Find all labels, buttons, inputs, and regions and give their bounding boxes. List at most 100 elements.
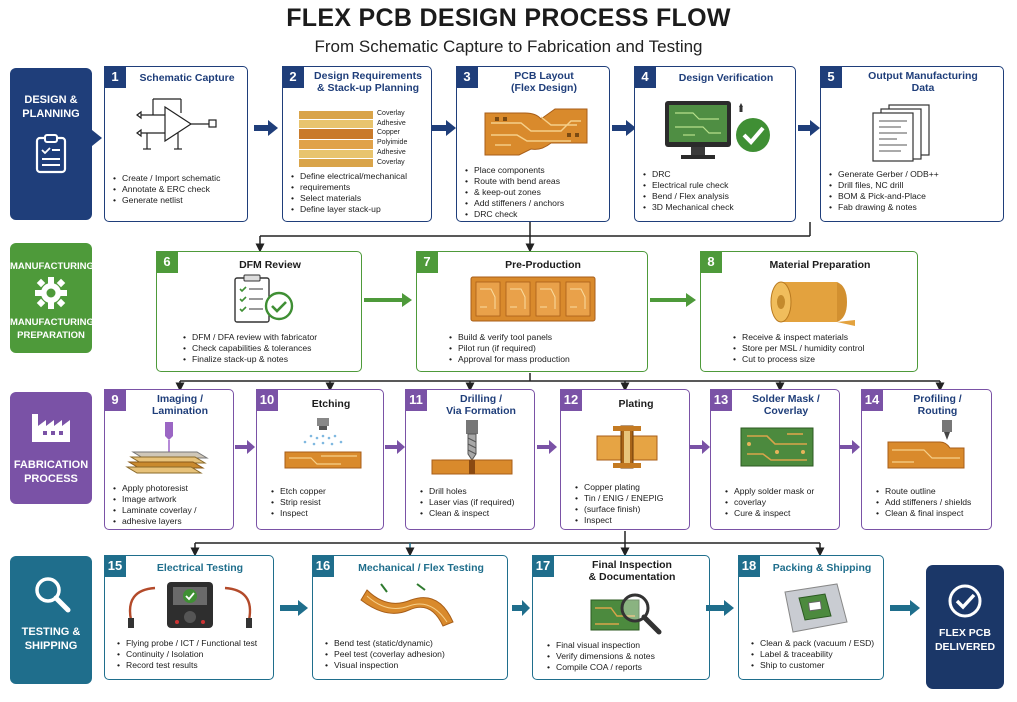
step-15-bullet: Flying probe / ICT / Functional test: [117, 638, 257, 649]
step-7-card[interactable]: 7 Pre-Production Build & verify tool pan…: [416, 251, 648, 372]
step-14-title-line-2: Routing: [917, 405, 958, 417]
step-17-bullet: Final visual inspection: [547, 640, 655, 651]
step-9-bullet: Image artwork: [113, 494, 197, 505]
step-16-bullet: Peel test (coverlay adhesion): [325, 649, 445, 660]
step-17-title-line-2: & Documentation: [588, 571, 676, 583]
step-7-bullet: Approval for mass production: [449, 354, 570, 365]
esd-package-icon: [784, 583, 848, 633]
arrow-10-11: [385, 440, 405, 454]
phase-manufacturing-preparation: MANUFACTURING MANUFACTURING PREPARATION: [10, 243, 94, 353]
step-13-bullet: Apply solder mask or: [725, 486, 814, 497]
step-5-card[interactable]: 5 Output Manufacturing Data Generate Ger…: [820, 66, 1004, 222]
step-16-card[interactable]: 16 Mechanical / Flex Testing Bend test (…: [312, 555, 508, 680]
step-15-number: 15: [104, 555, 126, 577]
delivered-label-2: DELIVERED: [934, 641, 996, 653]
step-9-title-line-1: Imaging /: [156, 393, 204, 405]
step-12-card[interactable]: 12 Plating Copper plating Tin / ENIG / E…: [560, 389, 690, 530]
step-7-bullet: Build & verify tool panels: [449, 332, 570, 343]
arrow-2-3: [432, 120, 456, 136]
step-3-title-line-2: (Flex Design): [511, 82, 577, 94]
step-1-bullet: Generate netlist: [113, 195, 220, 206]
step-14-card[interactable]: 14 Profiling / Routing Route outline Add…: [861, 389, 992, 530]
routing-cutter-icon: [887, 420, 965, 469]
step-17-bullet: Verify dimensions & notes: [547, 651, 655, 662]
monitor-check-icon: [665, 101, 770, 159]
step-11-bullet: Drill holes: [420, 486, 515, 497]
step-5-number: 5: [820, 66, 842, 88]
step-2-bullet: requirements: [291, 182, 407, 193]
step-17-card[interactable]: 17 Final Inspection & Documentation Fina…: [532, 555, 710, 680]
lamination-stack-icon: [125, 422, 209, 474]
step-9-card[interactable]: 9 Imaging / Lamination Apply photoresist…: [104, 389, 234, 530]
step-3-bullet: Place components: [465, 165, 564, 176]
documents-icon: [872, 104, 930, 162]
layer-label: Adhesive: [377, 119, 406, 127]
step-2-number: 2: [282, 66, 304, 88]
step-12-title: Plating: [618, 398, 654, 410]
magnifier-icon: [35, 577, 71, 613]
step-6-number: 6: [156, 251, 178, 273]
layer-label: Adhesive: [377, 148, 406, 156]
step-7-number: 7: [416, 251, 438, 273]
arrow-11-12: [537, 440, 557, 454]
step-1-card[interactable]: 1 Schematic Capture Create / Import sche…: [104, 66, 248, 222]
step-18-card[interactable]: 18 Packing & Shipping Clean & pack (vacu…: [738, 555, 884, 680]
arrow-4-5: [798, 120, 820, 136]
arrow-9-10: [235, 440, 255, 454]
step-11-title-line-1: Drilling /: [460, 393, 502, 405]
step-10-bullet: Etch copper: [271, 486, 326, 497]
step-4-bullet: DRC: [643, 169, 734, 180]
step-7-title: Pre-Production: [505, 259, 581, 271]
step-8-bullet: Receive & inspect materials: [733, 332, 864, 343]
step-1-number: 1: [104, 66, 126, 88]
step-6-title: DFM Review: [239, 259, 301, 271]
step-13-number: 13: [710, 389, 732, 411]
step-17-number: 17: [532, 555, 554, 577]
step-11-card[interactable]: 11 Drilling / Via Formation Drill holes …: [405, 389, 535, 530]
phase-fabrication-process: FABRICATION PROCESS: [10, 392, 92, 504]
step-14-number: 14: [861, 389, 883, 411]
step-15-bullet: Continuity / Isolation: [117, 649, 257, 660]
step-14-bullet: Clean & final inspect: [876, 508, 971, 519]
step-14-title-line-1: Profiling /: [913, 393, 962, 405]
step-13-title-line-1: Solder Mask /: [752, 393, 820, 405]
arrow-7-8: [650, 293, 696, 307]
factory-icon: [32, 414, 70, 442]
step-4-card[interactable]: 4 Design Verification DRC Electrical rul…: [634, 66, 796, 222]
layer-label: Coverlay: [377, 110, 405, 117]
arrow-13-14: [840, 440, 860, 454]
step-4-bullet: 3D Mechanical check: [643, 202, 734, 213]
step-11-bullet: Clean & inspect: [420, 508, 515, 519]
step-6-card[interactable]: 6 DFM Review DFM / DFA review with fabri…: [156, 251, 362, 372]
step-3-title-line-1: PCB Layout: [514, 70, 574, 82]
step-2-title-line-1: Design Requirements: [314, 70, 422, 82]
step-8-card[interactable]: 8 Material Preparation Receive & inspect…: [700, 251, 918, 372]
step-10-bullet: Strip resist: [271, 497, 326, 508]
step-2-card[interactable]: 2 Design Requirements & Stack-up Plannin…: [282, 66, 432, 222]
clipboard-icon: [35, 134, 67, 174]
phase-fabrication-label-2: PROCESS: [24, 473, 78, 485]
layer-label: Coverlay: [377, 158, 405, 166]
arrow-18-final: [890, 600, 920, 616]
step-4-number: 4: [634, 66, 656, 88]
step-3-bullet: DRC check: [465, 209, 564, 220]
step-5-bullet: BOM & Pick-and-Place: [829, 191, 939, 202]
step-16-bullet: Bend test (static/dynamic): [325, 638, 445, 649]
step-9-bullet: Apply photoresist: [113, 483, 197, 494]
step-9-bullet: Laminate coverlay /: [113, 505, 197, 516]
drill-bit-icon: [431, 420, 513, 475]
step-16-title: Mechanical / Flex Testing: [358, 562, 484, 574]
step-13-card[interactable]: 13 Solder Mask / Coverlay Apply solder m…: [710, 389, 840, 530]
step-15-card[interactable]: 15 Electrical Testing Flying probe / ICT…: [104, 555, 274, 680]
arrow-6-7: [364, 293, 412, 307]
phase-testing-shipping: TESTING & SHIPPING: [10, 556, 92, 684]
step-5-bullet: Generate Gerber / ODB++: [829, 169, 939, 180]
step-12-bullet: Tin / ENIG / ENEPIG: [575, 493, 663, 504]
step-10-card[interactable]: 10 Etching Etch copper Strip resist Insp…: [256, 389, 384, 530]
flex-pcb-layout-icon: [484, 108, 588, 156]
step-13-bullet: Cure & inspect: [725, 508, 814, 519]
step-3-card[interactable]: 3 PCB Layout (Flex Design) Place compone…: [456, 66, 610, 222]
step-3-bullet: Route with bend areas: [465, 176, 564, 187]
step-5-bullet: Fab drawing & notes: [829, 202, 939, 213]
